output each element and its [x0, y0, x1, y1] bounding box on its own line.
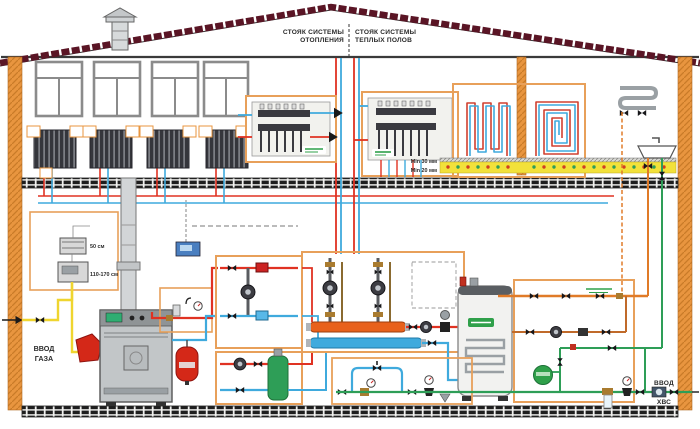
cold-water-inlet-label-2: ХВС [657, 399, 671, 406]
pump-group [370, 258, 391, 322]
radiator-manifold-cabinet [238, 95, 343, 163]
window [202, 60, 250, 118]
brand-logo [586, 288, 612, 293]
dhw-piping-box [498, 279, 662, 403]
window [150, 60, 200, 118]
spiral-loop-icon [535, 101, 579, 156]
serpentine-loop-icon [466, 102, 511, 156]
filter-flask [603, 394, 613, 409]
brand-logo [302, 146, 326, 154]
strainer-return [255, 310, 269, 321]
brand-logo [468, 318, 494, 327]
left-wall [7, 56, 23, 411]
radiator [82, 125, 140, 169]
riser-heating-label-1: СТОЯК СИСТЕМЫ [283, 29, 345, 36]
window [34, 60, 84, 118]
brand-logo [372, 149, 394, 157]
interior-column [516, 56, 527, 176]
towel-rail [617, 86, 659, 116]
radiator [198, 125, 250, 169]
riser-labels: СТОЯК СИСТЕМЫ ОТОПЛЕНИЯ СТОЯК СИСТЕМЫ ТЕ… [283, 29, 417, 44]
window [92, 60, 142, 118]
gas-inlet-label-1: ВВОД [34, 344, 55, 353]
valve-actuator [440, 310, 450, 320]
riser-floors-label-2: ТЕПЛЫХ ПОЛОВ [355, 37, 412, 44]
cold-water-main: ВВОД ХВС [336, 348, 699, 409]
floor-heating-zone [452, 83, 586, 178]
radiator [139, 125, 197, 169]
air-vent [172, 304, 181, 317]
gas-regulator-height-label: 50 см [90, 244, 104, 250]
flue-pipe [120, 177, 137, 311]
roof-tiles [0, 3, 700, 67]
pump-group [322, 258, 343, 322]
first-floor-slab [21, 177, 679, 189]
radiator [26, 125, 84, 179]
check-valve [578, 328, 588, 336]
hydro-separator [267, 355, 289, 401]
right-wall [677, 56, 693, 411]
drain-funnel [439, 393, 451, 403]
radiators [26, 125, 250, 179]
central-distribution-box [301, 251, 465, 382]
strainer-supply [255, 262, 269, 273]
riser-heating-label-2: ОТОПЛЕНИЯ [300, 37, 344, 44]
ground-slab [21, 405, 679, 418]
gas-meter-wall [57, 261, 89, 283]
burner-door [123, 345, 149, 371]
floor-insulation-label: Min 20 мм [411, 168, 437, 174]
supply-manifold [309, 321, 407, 333]
hydraulic-separator-unit [215, 348, 327, 405]
hook-icon [185, 297, 192, 305]
sink [637, 137, 677, 159]
floor-screed-label: Min 30 мм [411, 159, 437, 165]
gas-meter-height-label: 110-170 см [90, 272, 118, 278]
return-manifold [309, 337, 423, 349]
bathroom-piping [621, 112, 665, 348]
heating-coil [464, 338, 506, 374]
three-way-valve [440, 322, 450, 332]
boiler-safety-group [150, 266, 218, 385]
gas-inlet-zone: 50 см 110-170 см ВВОД ГАЗА [2, 211, 119, 363]
riser-floors-label-1: СТОЯК СИСТЕМЫ [355, 29, 417, 36]
chimney-cap [102, 7, 138, 51]
gas-regulator [59, 237, 87, 255]
expansion-tank-heating [175, 346, 199, 385]
expansion-tank-dhw [533, 365, 553, 385]
pressure-reducer [622, 388, 632, 396]
windows [34, 60, 250, 118]
water-meter [651, 386, 667, 398]
safety-valve [570, 344, 576, 350]
risers [335, 24, 360, 254]
floor-cross-section: Min 30 мм Min 20 мм [411, 157, 677, 174]
boiler-display [105, 312, 123, 323]
gas-inlet-label-2: ГАЗА [35, 354, 54, 363]
cold-water-inlet-label-1: ВВОД [654, 380, 674, 387]
controller [175, 200, 298, 257]
